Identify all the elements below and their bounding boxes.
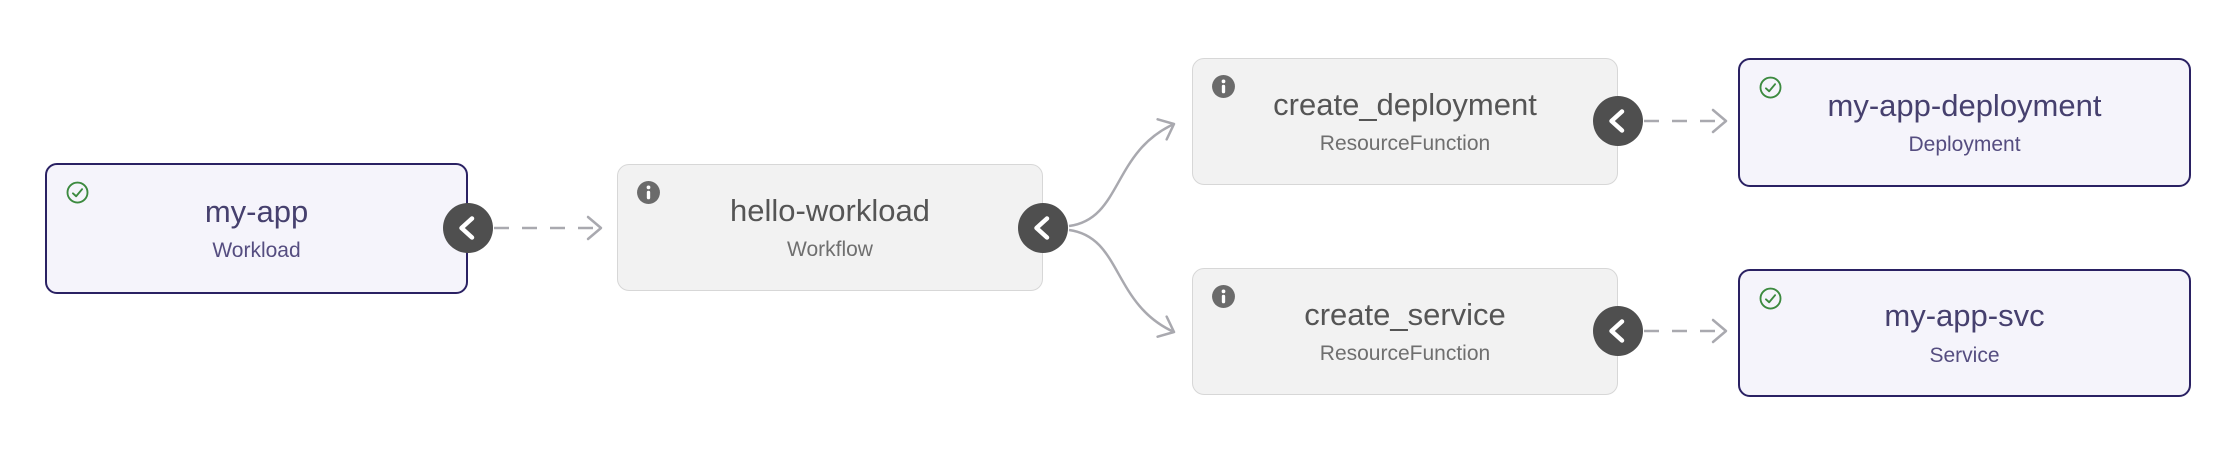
node-title: my-app-deployment xyxy=(1827,87,2102,123)
check-circle-icon xyxy=(1758,75,1783,100)
chevron-left-icon xyxy=(443,203,493,253)
node-title: create_deployment xyxy=(1273,86,1537,122)
collapse-button-create-service[interactable] xyxy=(1593,306,1643,356)
collapse-button-create-deployment[interactable] xyxy=(1593,96,1643,146)
node-title: create_service xyxy=(1304,296,1506,332)
node-title: my-app-svc xyxy=(1884,298,2045,334)
node-my-app-svc[interactable]: my-app-svc Service xyxy=(1738,269,2191,397)
edge-hello-workload-to-create-service xyxy=(1068,228,1176,338)
info-icon xyxy=(1211,74,1236,99)
node-create-service[interactable]: create_service ResourceFunction xyxy=(1192,268,1618,395)
node-create-deployment[interactable]: create_deployment ResourceFunction xyxy=(1192,58,1618,185)
node-subtitle: ResourceFunction xyxy=(1319,132,1491,156)
node-subtitle: Workload xyxy=(212,239,301,263)
check-circle-icon xyxy=(1758,286,1783,311)
chevron-left-icon xyxy=(1593,96,1643,146)
node-title: my-app xyxy=(204,193,309,229)
node-subtitle: Service xyxy=(1929,343,2000,367)
info-icon xyxy=(1211,284,1236,309)
node-subtitle: Workflow xyxy=(787,238,873,262)
node-hello-workload[interactable]: hello-workload Workflow xyxy=(617,164,1043,291)
edge-hello-workload-to-create-deployment xyxy=(1068,118,1176,228)
node-my-app[interactable]: my-app Workload xyxy=(45,163,468,294)
collapse-button-my-app[interactable] xyxy=(443,203,493,253)
info-icon xyxy=(636,180,661,205)
chevron-left-icon xyxy=(1593,306,1643,356)
collapse-button-hello-workload[interactable] xyxy=(1018,203,1068,253)
node-subtitle: Deployment xyxy=(1908,133,2021,157)
node-my-app-deployment[interactable]: my-app-deployment Deployment xyxy=(1738,58,2191,187)
chevron-left-icon xyxy=(1018,203,1068,253)
node-subtitle: ResourceFunction xyxy=(1319,342,1491,366)
node-title: hello-workload xyxy=(730,192,930,228)
check-circle-icon xyxy=(65,180,90,205)
